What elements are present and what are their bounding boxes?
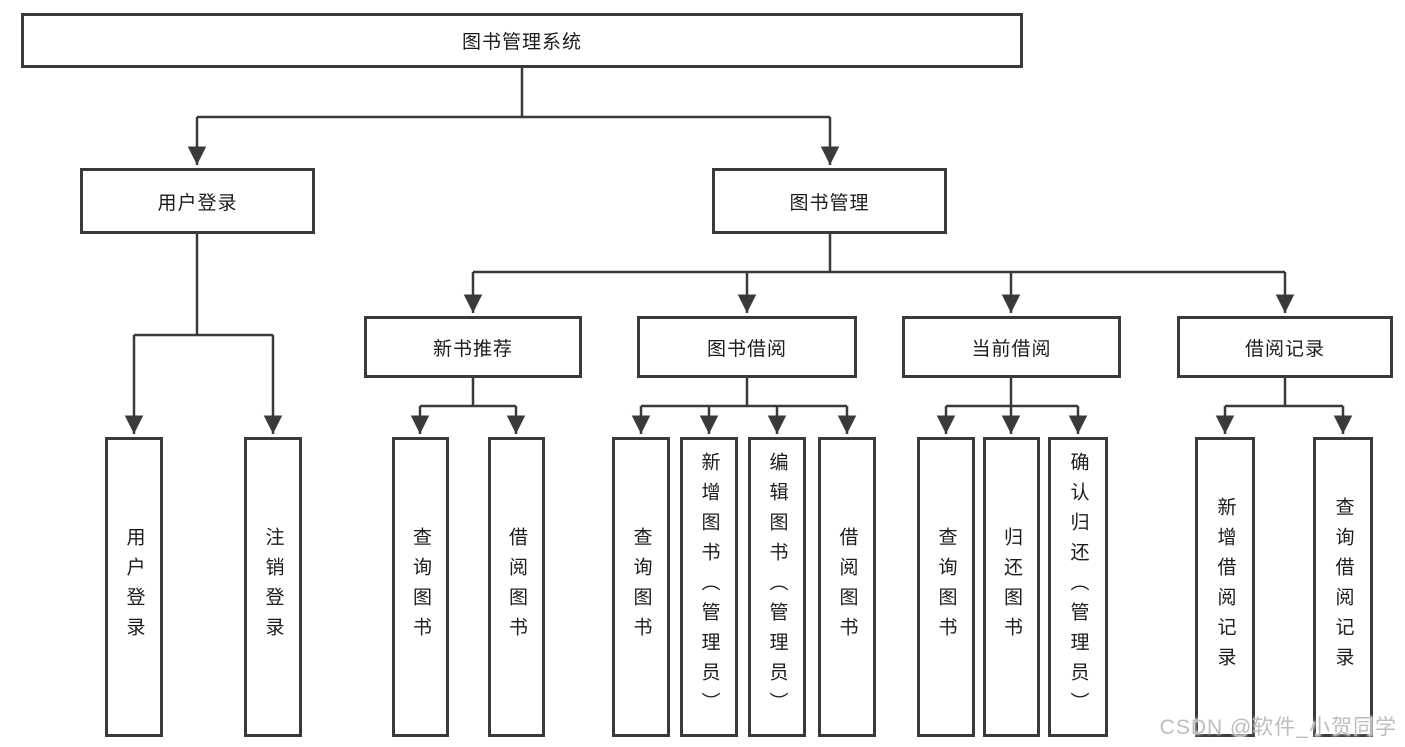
leaf-label: 编辑图书（管理员） <box>766 452 788 722</box>
leaf-label: 确认归还（管理员） <box>1067 452 1089 722</box>
leaf-return-book: 归还图书 <box>983 437 1040 737</box>
connector-borrow-to-leaves <box>631 378 857 434</box>
leaf-label: 归还图书 <box>1001 527 1022 647</box>
connector-records-to-leaves <box>1215 378 1353 434</box>
leaf-query-books-current: 查询图书 <box>917 437 975 737</box>
leaf-label: 新增借阅记录 <box>1214 497 1236 677</box>
leaf-query-borrow-record: 查询借阅记录 <box>1313 437 1373 737</box>
csdn-watermark: CSDN @软件_小贺同学 <box>1159 716 1397 739</box>
leaf-label: 注销登录 <box>262 527 284 647</box>
leaf-add-borrow-record: 新增借阅记录 <box>1195 437 1255 737</box>
connector-root-to-level2 <box>187 68 840 165</box>
leaf-edit-book-admin: 编辑图书（管理员） <box>748 437 806 737</box>
node-label: 借阅记录 <box>1244 338 1325 360</box>
connector-login-to-leaves <box>124 234 283 434</box>
leaf-logout: 注销登录 <box>244 437 302 737</box>
leaf-user-login: 用户登录 <box>105 437 163 737</box>
leaf-borrow-books-borrow: 借阅图书 <box>818 437 876 737</box>
leaf-borrow-books-recommend: 借阅图书 <box>488 437 545 737</box>
connector-recommend-to-leaves <box>410 378 526 434</box>
node-book-management: 图书管理 <box>712 168 947 234</box>
node-label: 图书借阅 <box>706 338 787 360</box>
node-library-management-system: 图书管理系统 <box>21 13 1023 68</box>
leaf-label: 查询图书 <box>935 527 957 647</box>
leaf-label: 查询图书 <box>630 527 652 647</box>
node-label: 图书管理系统 <box>461 32 582 53</box>
node-new-book-recommend: 新书推荐 <box>364 316 582 378</box>
node-label: 用户登录 <box>157 192 238 214</box>
node-current-borrow: 当前借阅 <box>902 316 1121 378</box>
node-book-borrow: 图书借阅 <box>637 316 857 378</box>
node-label: 当前借阅 <box>971 338 1052 360</box>
leaf-label: 查询图书 <box>410 527 431 647</box>
leaf-add-book-admin: 新增图书（管理员） <box>680 437 738 737</box>
node-borrow-records: 借阅记录 <box>1177 316 1393 378</box>
leaf-label: 借阅图书 <box>836 527 858 647</box>
leaf-query-books-recommend: 查询图书 <box>392 437 449 737</box>
leaf-query-books-borrow: 查询图书 <box>612 437 670 737</box>
leaf-label: 查询借阅记录 <box>1332 497 1354 677</box>
leaf-confirm-return-admin: 确认归还（管理员） <box>1048 437 1108 737</box>
node-label: 新书推荐 <box>432 338 513 360</box>
leaf-label: 借阅图书 <box>506 527 527 647</box>
connector-mgmt-to-level3 <box>463 234 1295 313</box>
leaf-label: 新增图书（管理员） <box>698 452 720 722</box>
node-user-login: 用户登录 <box>80 168 315 234</box>
connector-current-to-leaves <box>936 378 1088 434</box>
node-label: 图书管理 <box>789 192 870 214</box>
leaf-label: 用户登录 <box>123 527 145 647</box>
